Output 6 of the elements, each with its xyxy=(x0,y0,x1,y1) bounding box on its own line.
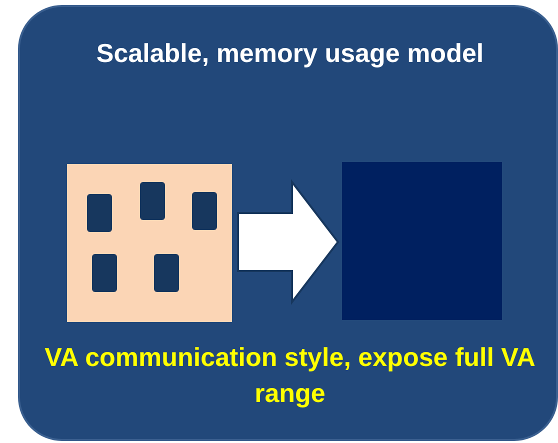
building-drawing xyxy=(67,164,232,322)
panel-title: Scalable, memory usage model xyxy=(95,37,485,70)
block-arrow xyxy=(237,179,340,305)
square-box xyxy=(342,162,502,320)
panel-subtitle: VA communication style, expose full VA range xyxy=(44,341,536,410)
panel-background xyxy=(18,5,558,441)
